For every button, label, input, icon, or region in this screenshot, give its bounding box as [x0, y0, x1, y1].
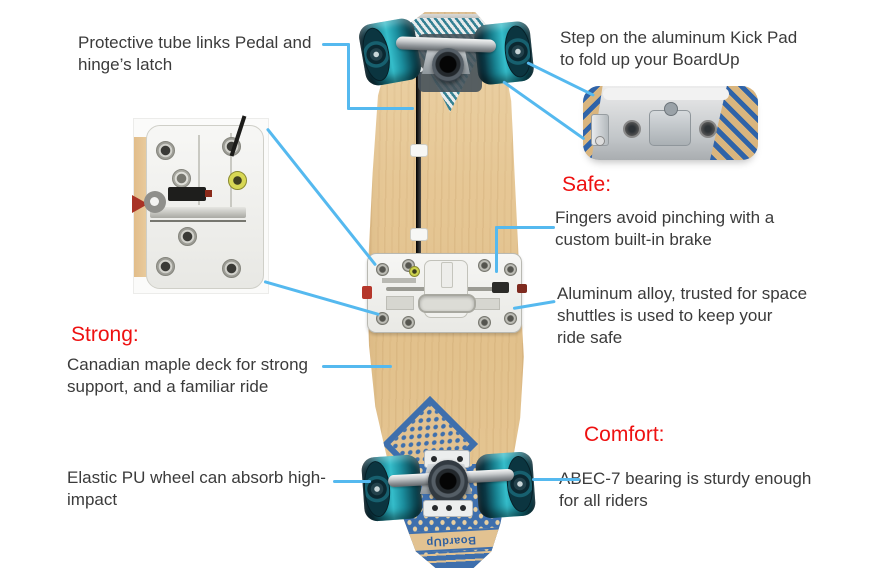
latch-hook-hole	[150, 197, 159, 206]
red-nub	[205, 190, 212, 197]
wheel-hub	[502, 24, 534, 79]
mechanism-screw	[504, 312, 517, 325]
aluminum-kick-pad	[583, 86, 758, 160]
callout-line-protective-h2	[347, 107, 414, 110]
mount-screw	[460, 505, 466, 511]
callout-line-maple	[322, 365, 392, 368]
pad-bolt	[623, 120, 641, 138]
wheel-hub	[505, 455, 535, 513]
hex-nut	[172, 169, 191, 188]
rear-truck-mount	[423, 500, 473, 517]
red-latch-left	[362, 286, 372, 299]
mechanism-screw	[376, 312, 389, 325]
callout-line-protective-h1	[322, 43, 350, 46]
safe-brake-note: Fingers avoid pinching with a custom bui…	[555, 208, 775, 250]
protective-tube	[416, 58, 421, 272]
hex-bolt	[222, 259, 241, 278]
plate-groove	[198, 135, 200, 205]
callout-line-pu-wheel	[333, 480, 371, 483]
mechanism-detail	[472, 298, 500, 310]
brand-logo-text: BoardUp	[425, 533, 477, 548]
front-right-wheel	[473, 20, 535, 86]
wheel-hub	[358, 25, 394, 84]
pu-wheel-note: Elastic PU wheel can absorb high- impact	[67, 468, 326, 510]
carry-handle-slot	[418, 294, 476, 313]
safe-alloy-note: Aluminum alloy, trusted for space shuttl…	[557, 284, 808, 348]
mechanism-screw	[376, 263, 389, 276]
kick-pad-note: Step on the aluminum Kick Pad to fold up…	[560, 28, 798, 70]
front-truck-kingpin	[432, 48, 464, 82]
mechanism-detail	[386, 296, 414, 310]
mount-screw	[432, 505, 438, 511]
mechanism-screw	[504, 263, 517, 276]
mount-screw	[446, 505, 452, 511]
folding-mechanism	[362, 253, 527, 333]
hex-nut	[178, 227, 197, 246]
callout-line-protective-v	[347, 43, 350, 110]
callout-line-bearing	[532, 478, 580, 481]
pad-lip	[603, 88, 729, 100]
grommet	[409, 266, 420, 277]
tail-stripes	[367, 548, 524, 568]
strong-deck-note: Canadian maple deck for strong support, …	[67, 355, 308, 397]
hinge-bar	[150, 207, 246, 218]
hex-bolt	[156, 257, 175, 276]
rear-right-wheel	[474, 451, 537, 519]
pad-center-block	[649, 110, 691, 146]
strong-heading: Strong:	[71, 323, 139, 346]
center-bolt	[664, 102, 678, 116]
red-latch-right	[517, 284, 527, 293]
yellow-grommet	[228, 171, 247, 190]
safe-heading: Safe:	[562, 173, 612, 196]
callout-line-brake-v	[495, 226, 498, 273]
mechanism-screw	[478, 316, 491, 329]
comfort-heading: Comfort:	[584, 423, 665, 446]
front-left-wheel	[357, 16, 423, 88]
mechanism-detail	[382, 278, 416, 283]
pad-bolt	[699, 120, 717, 138]
hinge-bar-shadow	[150, 220, 246, 222]
wheel-hub	[362, 460, 392, 518]
hex-bolt	[156, 141, 175, 160]
brake-latch	[492, 282, 509, 293]
rear-left-wheel	[360, 454, 424, 522]
mechanism-screw	[402, 316, 415, 329]
cable-clip	[410, 144, 428, 157]
comfort-bearing-note: ABEC-7 bearing is sturdy enough for all …	[559, 469, 812, 511]
plate-groove	[230, 133, 232, 207]
bracket-screw	[431, 456, 437, 462]
callout-line-brake-h	[495, 226, 555, 229]
mechanism-screw	[478, 259, 491, 272]
bracket-screw	[457, 456, 463, 462]
hinge-closeup-inset	[132, 115, 269, 294]
mechanism-latch-pin	[441, 262, 453, 288]
cable-clip	[410, 228, 428, 241]
latch-block	[168, 187, 206, 201]
kick-pad-inset	[583, 86, 758, 160]
protective-tube-note: Protective tube links Pedal and hinge’s …	[78, 33, 312, 75]
rear-truck-kingpin	[428, 460, 468, 504]
bracket-screw	[595, 136, 605, 146]
